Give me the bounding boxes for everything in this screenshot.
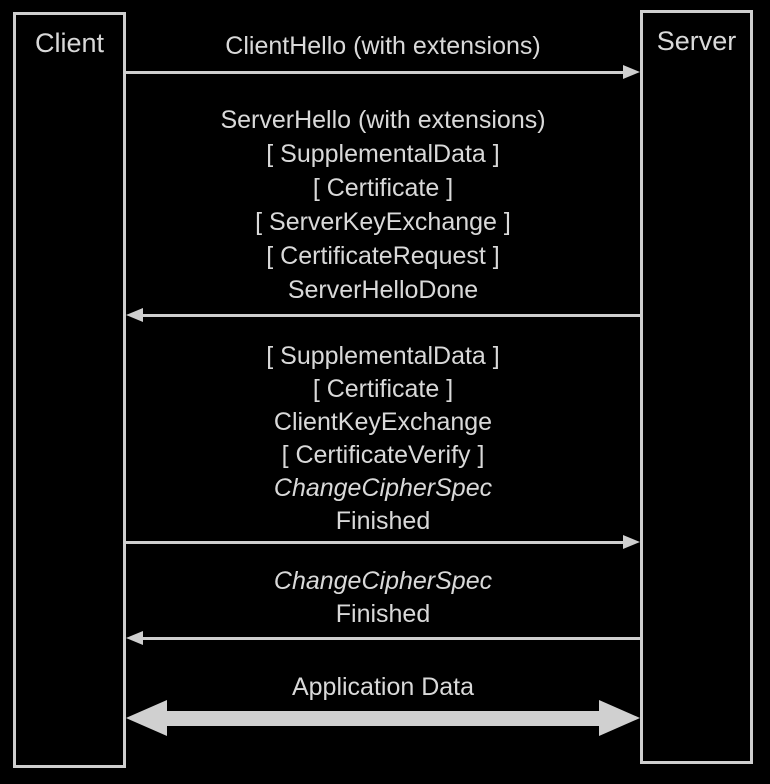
arrow-shaft xyxy=(164,710,602,726)
message-group-application-data: Application Data xyxy=(126,671,640,704)
message-text: [ SupplementalData ] xyxy=(266,140,500,168)
message-text: [ Certificate ] xyxy=(312,375,454,403)
arrow-client-to-server-finished xyxy=(126,535,640,549)
message-group-clientkeyexchange: [ SupplementalData ] [ Certificate ] Cli… xyxy=(126,340,640,538)
client-label: Client xyxy=(34,28,105,58)
message-text: Application Data xyxy=(291,673,475,701)
message-text: [ Certificate ] xyxy=(312,174,454,202)
arrow-server-to-client-finished xyxy=(126,631,640,645)
arrowhead-right-icon xyxy=(599,700,640,736)
message-text: ServerHello (with extensions) xyxy=(220,106,546,134)
message-text: ServerHelloDone xyxy=(287,276,479,304)
arrow-client-to-server-hello xyxy=(126,65,640,79)
server-lifeline-box: Server xyxy=(640,10,753,764)
arrowhead-right-icon xyxy=(623,535,640,549)
arrowhead-left-icon xyxy=(126,308,143,322)
message-group-serverhello: ServerHello (with extensions) [ Suppleme… xyxy=(126,103,640,307)
message-text: ChangeCipherSpec xyxy=(273,474,493,502)
arrow-shaft xyxy=(126,540,627,544)
arrow-shaft xyxy=(139,636,640,640)
client-lifeline-box: Client xyxy=(13,12,126,768)
arrowhead-left-icon xyxy=(126,700,167,736)
arrow-application-data-bidirectional xyxy=(126,700,640,736)
message-text: ClientHello (with extensions) xyxy=(225,32,541,60)
arrowhead-right-icon xyxy=(623,65,640,79)
message-group-server-finished: ChangeCipherSpec Finished xyxy=(126,565,640,631)
message-text: [ CertificateRequest ] xyxy=(266,242,500,270)
message-text: Finished xyxy=(335,600,431,628)
message-text: [ CertificateVerify ] xyxy=(281,441,485,469)
arrowhead-left-icon xyxy=(126,631,143,645)
arrow-server-to-client-hello xyxy=(126,308,640,322)
message-text: [ ServerKeyExchange ] xyxy=(255,208,511,236)
arrow-shaft xyxy=(126,70,627,74)
server-label: Server xyxy=(656,26,737,56)
message-text: ClientKeyExchange xyxy=(273,408,493,436)
message-text: ChangeCipherSpec xyxy=(273,567,493,595)
message-group-clienthello: ClientHello (with extensions) xyxy=(126,30,640,63)
arrow-shaft xyxy=(139,313,640,317)
message-text: [ SupplementalData ] xyxy=(266,342,500,370)
message-text: Finished xyxy=(335,507,431,535)
